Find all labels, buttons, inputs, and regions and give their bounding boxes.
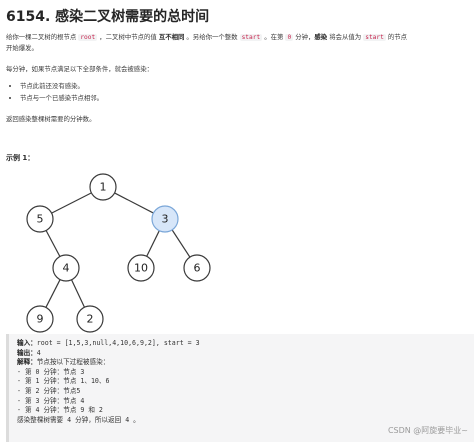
binary-tree-diagram: 1 5 3 4 10 6 9 2 bbox=[26, 173, 211, 333]
text-segment: 给你一棵二叉树的根节点 bbox=[6, 33, 79, 41]
tree-node-label: 4 bbox=[63, 262, 70, 275]
example-step: - 第 4 分钟：节点 9 和 2 bbox=[17, 406, 103, 415]
tree-node-start bbox=[151, 205, 179, 233]
tree-node bbox=[26, 305, 54, 333]
text-segment: 分钟， bbox=[293, 33, 315, 41]
tree-node bbox=[127, 254, 155, 282]
description-paragraph-3: 返回感染整棵树需要的分钟数。 bbox=[6, 115, 96, 123]
list-item: 节点此前还没有感染。 bbox=[20, 80, 103, 92]
example-step: - 第 3 分钟：节点 4 bbox=[17, 396, 85, 405]
description-paragraph-1: 给你一棵二叉树的根节点 root ，二叉树中节点的值 互不相同 。另给你一个整数… bbox=[6, 32, 407, 43]
csdn-watermark: CSDN @阿旋要毕业~ bbox=[387, 426, 468, 435]
tree-edge bbox=[45, 230, 61, 257]
tree-node bbox=[89, 173, 117, 201]
tree-node-label: 1 bbox=[100, 181, 107, 194]
tree-node-label: 9 bbox=[37, 313, 44, 326]
example-input-line: 输入：root = [1,5,3,null,4,10,6,9,2], start… bbox=[17, 339, 466, 349]
tree-edge bbox=[70, 279, 86, 308]
text-segment: ，二叉树中节点的值 bbox=[97, 33, 159, 41]
tree-edge bbox=[146, 230, 160, 257]
tree-node-label: 10 bbox=[134, 262, 148, 275]
tree-edge bbox=[171, 229, 191, 258]
tree-edge bbox=[45, 279, 61, 308]
tree-node-label: 3 bbox=[162, 213, 169, 226]
bold-text: 感染 bbox=[314, 33, 328, 41]
example-step: - 第 2 分钟：节点5 bbox=[17, 386, 81, 395]
inline-code-zero: 0 bbox=[285, 34, 294, 41]
tree-edge bbox=[114, 192, 154, 214]
tree-node-label: 5 bbox=[37, 213, 44, 226]
description-paragraph-2: 每分钟，如果节点满足以下全部条件，就会被感染： bbox=[6, 65, 153, 73]
condition-list: 节点此前还没有感染。 节点与一个已感染节点相邻。 bbox=[14, 80, 103, 104]
tree-node bbox=[26, 205, 54, 233]
text-segment: 的节点 bbox=[385, 33, 408, 41]
example-label: 示例 1： bbox=[6, 154, 35, 162]
tree-node-label: 2 bbox=[87, 313, 94, 326]
description-paragraph-1-line-2: 开始爆发。 bbox=[6, 44, 38, 52]
tree-edge bbox=[51, 192, 92, 214]
inline-code-start: start bbox=[239, 34, 263, 41]
inline-code-root: root bbox=[78, 34, 98, 41]
tree-node-label: 6 bbox=[194, 262, 201, 275]
list-item: 节点与一个已感染节点相邻。 bbox=[20, 92, 103, 104]
tree-node bbox=[183, 254, 211, 282]
output-value: 4 bbox=[36, 348, 41, 357]
problem-title: 6154. 感染二叉树需要的总时间 bbox=[6, 9, 210, 25]
tree-node bbox=[76, 305, 104, 333]
example-step: - 第 1 分钟：节点 1、10、6 bbox=[17, 377, 110, 386]
bold-text: 互不相同 bbox=[158, 33, 185, 41]
text-segment: 。在第 bbox=[262, 33, 286, 41]
inline-code-start: start bbox=[363, 34, 386, 41]
explain-label: 解释： bbox=[17, 358, 37, 367]
input-label: 输入： bbox=[17, 339, 37, 347]
example-block: 输入：root = [1,5,3,null,4,10,6,9,2], start… bbox=[6, 334, 474, 442]
example-output-line: 输出：4 bbox=[17, 349, 466, 359]
example-explain-line: 解释：节点按以下过程被感染： bbox=[17, 358, 466, 368]
tree-node bbox=[52, 254, 80, 282]
example-conclusion: 感染整棵树需要 4 分钟，所以返回 4 。 bbox=[17, 415, 140, 424]
example-step: - 第 0 分钟：节点 3 bbox=[17, 367, 85, 376]
text-segment: 将会从值为 bbox=[327, 33, 364, 41]
text-segment: 。另给你一个整数 bbox=[184, 33, 240, 41]
output-label: 输出： bbox=[17, 348, 37, 357]
explain-value: 节点按以下过程被感染： bbox=[36, 358, 110, 367]
input-value: root = [1,5,3,null,4,10,6,9,2], start = … bbox=[36, 339, 200, 347]
